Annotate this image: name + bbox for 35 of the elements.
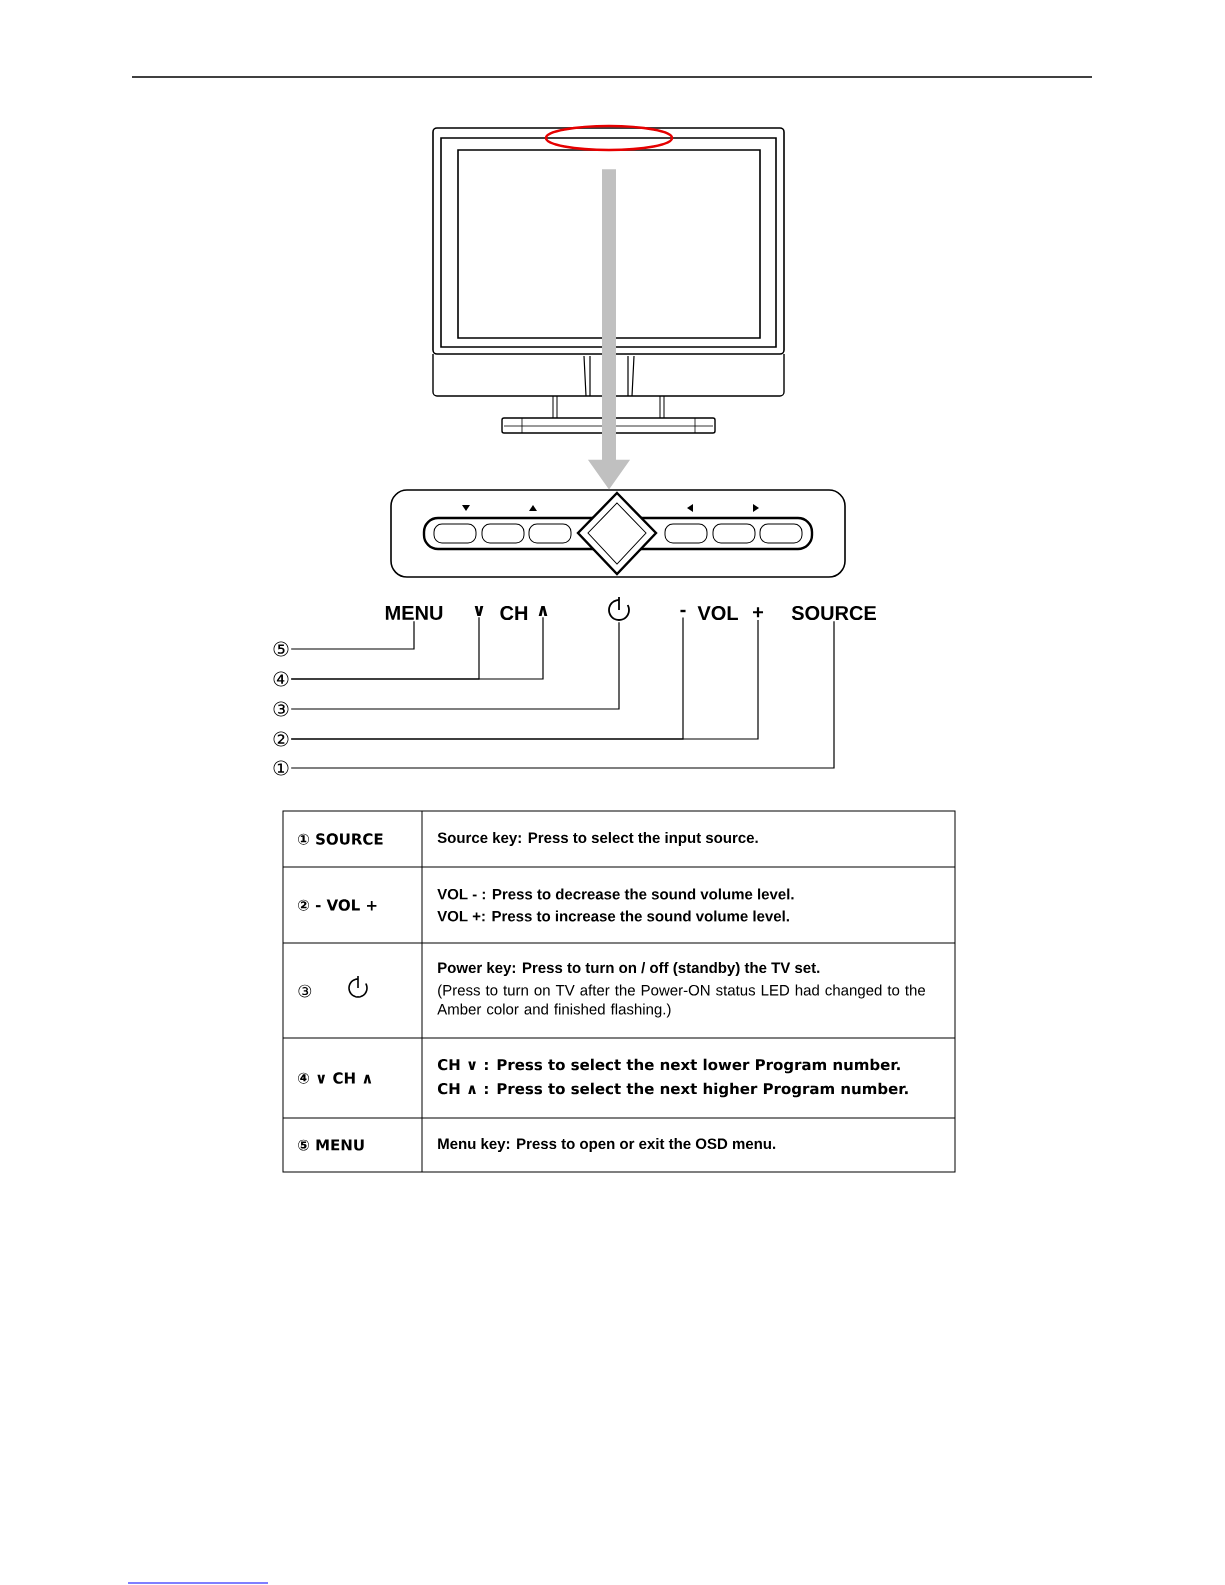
key-description: Source key: Press to select the input source. (437, 832, 758, 846)
leader-line (290, 621, 620, 710)
leader-line (290, 619, 759, 740)
leader-line (290, 616, 544, 680)
key-name: ⑤ MENU (298, 1139, 364, 1151)
key-note: (Press to turn on TV after the Power-ON status LED had changed to the Amber color and finished flashing.) (437, 984, 926, 1018)
key-description: Power key: Press to turn on / off (standby) the TV set. (438, 962, 820, 976)
callout-number: ③ (273, 701, 289, 717)
key-description: VOL +: Press to increase the sound volume level. (437, 910, 789, 922)
button-label: ∨ (474, 606, 484, 616)
leader-line (290, 620, 835, 769)
highlight-ellipse (544, 124, 674, 152)
key-name: ② - VOL + (298, 899, 377, 911)
button-label: CH (500, 605, 528, 621)
control-panel-drawing (390, 489, 846, 578)
button-label: ∧ (538, 606, 548, 616)
callout-number: ① (273, 760, 289, 776)
leader-line (290, 620, 415, 650)
button-label: SOURCE (791, 605, 876, 621)
key-description: CH ∧ : Press to select the next higher Program number. (437, 1082, 908, 1098)
callout-number: ② (273, 731, 289, 747)
tv-drawing (432, 127, 785, 434)
callout-number: ④ (273, 671, 289, 687)
button-label: VOL (697, 605, 738, 621)
power-icon (608, 596, 630, 621)
button-label: - (680, 609, 686, 613)
key-name: ③ (298, 984, 312, 998)
key-description: VOL - : Press to decrease the sound volume level. (437, 888, 794, 900)
button-label: MENU (385, 606, 443, 620)
key-name: ① SOURCE (298, 833, 383, 845)
key-name: ④ ∨ CH ∧ (298, 1072, 372, 1084)
key-description: Menu key: Press to open or exit the OSD menu. (438, 1138, 776, 1152)
button-label: + (753, 607, 764, 618)
key-description: CH ∨ : Press to select the next lower Program number. (437, 1058, 900, 1074)
callout-number: ⑤ (273, 641, 289, 657)
